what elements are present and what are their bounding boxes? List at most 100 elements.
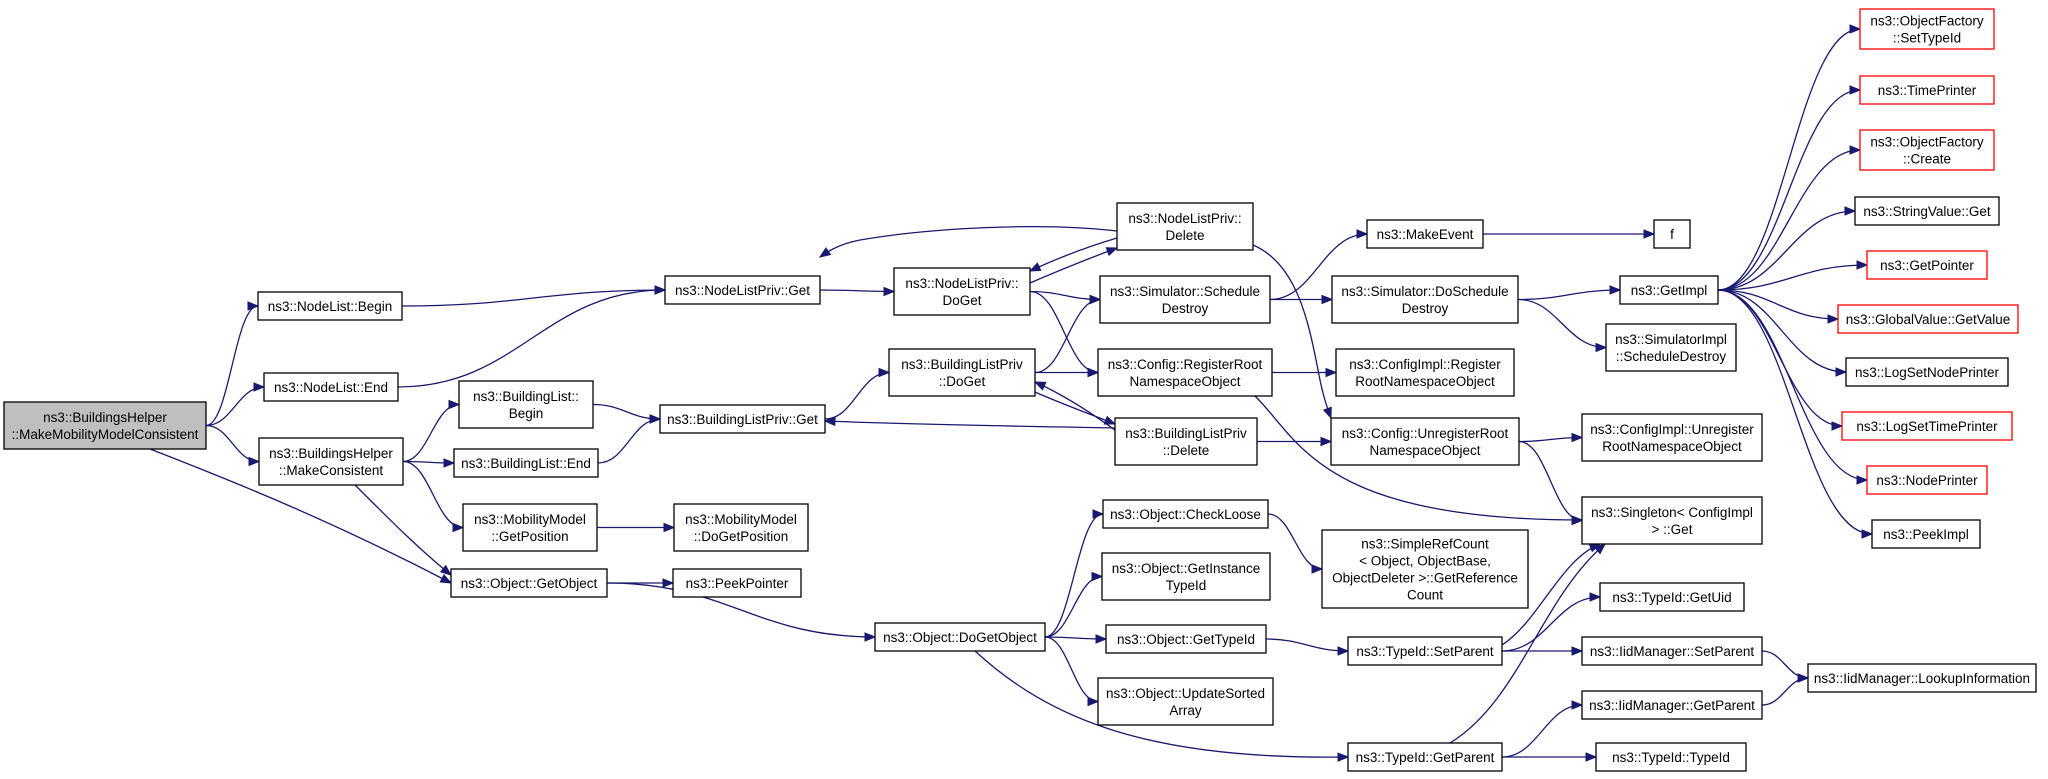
node-box[interactable] (672, 568, 802, 598)
node-f[interactable]: f (1653, 219, 1691, 249)
node-object-checkloose[interactable]: ns3::Object::CheckLoose (1102, 499, 1269, 529)
node-box[interactable] (874, 622, 1046, 652)
node-buildinglist-begin[interactable]: ns3::BuildingList::Begin (458, 380, 594, 429)
node-logsetnodeprinter[interactable]: ns3::LogSetNodePrinter (1845, 357, 2009, 387)
node-box[interactable] (1347, 636, 1503, 666)
node-typeid-setparent[interactable]: ns3::TypeId::SetParent (1347, 636, 1503, 666)
node-box[interactable] (659, 404, 826, 434)
node-box[interactable] (1837, 304, 2019, 334)
node-box[interactable] (1841, 411, 2013, 441)
node-buildinglistpriv-doget[interactable]: ns3::BuildingListPriv::DoGet (888, 348, 1036, 397)
node-box[interactable] (257, 291, 403, 321)
node-box[interactable] (1807, 663, 2037, 693)
node-box[interactable] (1866, 465, 1988, 495)
node-box[interactable] (1105, 624, 1267, 654)
node-nodelist-begin[interactable]: ns3::NodeList::Begin (257, 291, 403, 321)
node-box[interactable] (1871, 519, 1981, 549)
node-simplerefcount[interactable]: ns3::SimpleRefCount< Object, ObjectBase,… (1321, 529, 1529, 609)
node-box[interactable] (1866, 250, 1988, 280)
node-singleton-get[interactable]: ns3::Singleton< ConfigImpl> ::Get (1581, 496, 1763, 545)
node-root[interactable]: ns3::BuildingsHelper::MakeMobilityModelC… (3, 401, 207, 450)
node-box[interactable] (1330, 417, 1520, 466)
node-box[interactable] (1581, 690, 1763, 720)
node-peekimpl[interactable]: ns3::PeekImpl (1871, 519, 1981, 549)
node-getimpl[interactable]: ns3::GetImpl (1619, 275, 1719, 305)
node-box[interactable] (263, 372, 399, 402)
node-configimpl-register[interactable]: ns3::ConfigImpl::RegisterRootNamespaceOb… (1335, 348, 1515, 397)
node-nodelist-end[interactable]: ns3::NodeList::End (263, 372, 399, 402)
node-globalvalue-getvalue[interactable]: ns3::GlobalValue::GetValue (1837, 304, 2019, 334)
node-object-gettypeid[interactable]: ns3::Object::GetTypeId (1105, 624, 1267, 654)
node-nodeprinter[interactable]: ns3::NodePrinter (1866, 465, 1988, 495)
node-box[interactable] (673, 503, 809, 552)
node-box[interactable] (458, 380, 594, 429)
node-peekpointer[interactable]: ns3::PeekPointer (672, 568, 802, 598)
node-box[interactable] (664, 275, 821, 305)
node-box[interactable] (1599, 582, 1745, 612)
node-box[interactable] (1097, 677, 1274, 726)
node-box[interactable] (1097, 348, 1273, 397)
node-box[interactable] (893, 267, 1031, 316)
node-box[interactable] (1116, 202, 1254, 251)
node-box[interactable] (1845, 357, 2009, 387)
node-logsettimeprinter[interactable]: ns3::LogSetTimePrinter (1841, 411, 2013, 441)
node-simulator-scheduledestroy[interactable]: ns3::Simulator::ScheduleDestroy (1099, 275, 1271, 324)
node-stringvalue-get[interactable]: ns3::StringValue::Get (1854, 196, 2000, 226)
node-box[interactable] (1366, 219, 1484, 249)
node-box[interactable] (1854, 196, 2000, 226)
node-object-getobject[interactable]: ns3::Object::GetObject (450, 568, 608, 598)
node-box[interactable] (1099, 275, 1271, 324)
node-timeprinter[interactable]: ns3::TimePrinter (1859, 75, 1995, 105)
node-buildinglistpriv-delete[interactable]: ns3::BuildingListPriv::Delete (1114, 417, 1258, 466)
node-box[interactable] (1859, 8, 1995, 50)
node-simulatorimpl-scheduledestroy[interactable]: ns3::SimulatorImpl::ScheduleDestroy (1605, 323, 1737, 372)
node-box[interactable] (1347, 742, 1503, 772)
node-bh-makeconsistent[interactable]: ns3::BuildingsHelper::MakeConsistent (258, 437, 404, 486)
node-box[interactable] (453, 448, 599, 478)
node-iidmanager-setparent[interactable]: ns3::IidManager::SetParent (1581, 636, 1763, 666)
node-iidmanager-lookupinformation[interactable]: ns3::IidManager::LookupInformation (1807, 663, 2037, 693)
node-mobility-dogetposition[interactable]: ns3::MobilityModel::DoGetPosition (673, 503, 809, 552)
node-makeevent[interactable]: ns3::MakeEvent (1366, 219, 1484, 249)
node-box[interactable] (1581, 636, 1763, 666)
node-box[interactable] (1321, 529, 1529, 609)
node-nodelistpriv-doget[interactable]: ns3::NodeListPriv::DoGet (893, 267, 1031, 316)
node-box[interactable] (1595, 742, 1747, 772)
node-box[interactable] (1581, 496, 1763, 545)
node-objectfactory-settypeid[interactable]: ns3::ObjectFactory::SetTypeId (1859, 8, 1995, 50)
node-box[interactable] (1102, 499, 1269, 529)
node-box[interactable] (1114, 417, 1258, 466)
node-configimpl-unregister[interactable]: ns3::ConfigImpl::UnregisterRootNamespace… (1581, 413, 1763, 462)
node-typeid-typeid[interactable]: ns3::TypeId::TypeId (1595, 742, 1747, 772)
node-objectfactory-create[interactable]: ns3::ObjectFactory::Create (1859, 129, 1995, 171)
node-box[interactable] (450, 568, 608, 598)
node-box[interactable] (1653, 219, 1691, 249)
node-box[interactable] (1331, 275, 1519, 324)
node-box[interactable] (3, 401, 207, 450)
node-typeid-getparent[interactable]: ns3::TypeId::GetParent (1347, 742, 1503, 772)
node-config-unregisterroot[interactable]: ns3::Config::UnregisterRootNamespaceObje… (1330, 417, 1520, 466)
node-nodelistpriv-delete[interactable]: ns3::NodeListPriv::Delete (1116, 202, 1254, 251)
node-iidmanager-getparent[interactable]: ns3::IidManager::GetParent (1581, 690, 1763, 720)
node-box[interactable] (1859, 75, 1995, 105)
node-nodelistpriv-get[interactable]: ns3::NodeListPriv::Get (664, 275, 821, 305)
node-box[interactable] (1605, 323, 1737, 372)
node-buildinglistpriv-get[interactable]: ns3::BuildingListPriv::Get (659, 404, 826, 434)
node-typeid-getuid[interactable]: ns3::TypeId::GetUid (1599, 582, 1745, 612)
node-box[interactable] (1335, 348, 1515, 397)
node-box[interactable] (1581, 413, 1763, 462)
node-box[interactable] (1101, 552, 1271, 601)
node-box[interactable] (888, 348, 1036, 397)
node-box[interactable] (1619, 275, 1719, 305)
node-box[interactable] (258, 437, 404, 486)
node-box[interactable] (462, 503, 598, 552)
node-getpointer[interactable]: ns3::GetPointer (1866, 250, 1988, 280)
node-mobility-getposition[interactable]: ns3::MobilityModel::GetPosition (462, 503, 598, 552)
node-box[interactable] (1859, 129, 1995, 171)
node-buildinglist-end[interactable]: ns3::BuildingList::End (453, 448, 599, 478)
node-object-dogetobject[interactable]: ns3::Object::DoGetObject (874, 622, 1046, 652)
